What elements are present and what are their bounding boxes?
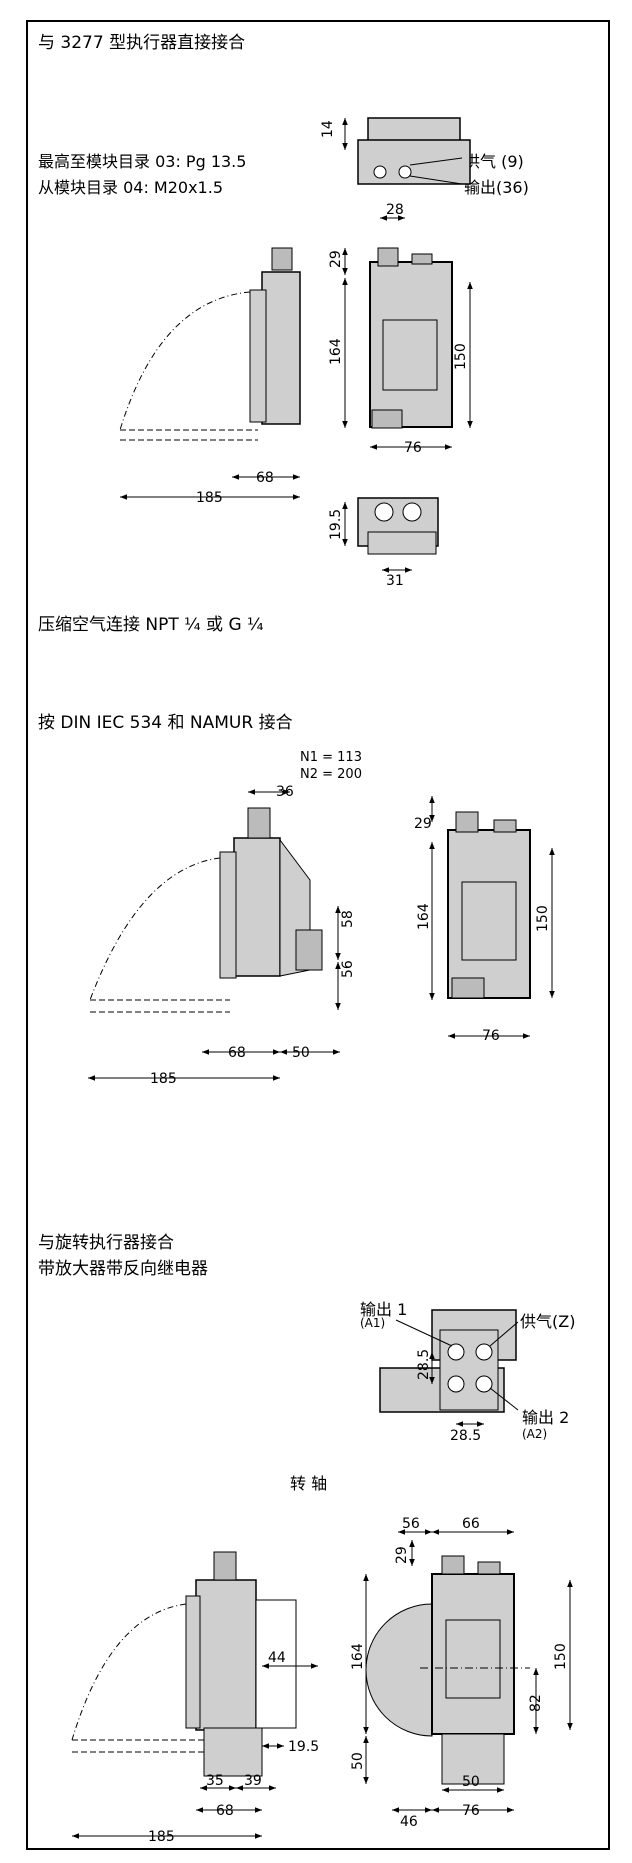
dim-39: 39 [244,1773,262,1789]
dim-28-5-h: 28.5 [450,1428,481,1444]
dim-36: 36 [276,784,294,800]
label-n2: N2 = 200 [300,767,362,782]
s4-side-view [71,1551,297,1777]
label-supply-z: 供气(Z) [520,1312,576,1331]
dim-50: 50 [292,1045,310,1061]
dim-56b: 56 [402,1516,420,1532]
label-output1-code: (A1) [360,1316,386,1330]
s4-front-view [365,1555,530,1785]
dim-185: 185 [196,490,223,506]
label-n1: N1 = 113 [300,750,362,765]
dim-150: 150 [453,343,469,370]
dim-164: 164 [328,338,344,365]
dim-66: 66 [462,1516,480,1532]
section1-title: 与 3277 型执行器直接接合 [38,33,246,53]
label-supply-9: 供气 (9) [464,152,524,171]
dim-68b: 68 [228,1045,246,1061]
dim-14: 14 [320,120,336,138]
dim-44: 44 [268,1650,286,1666]
section1-note-pg: 最高至模块目录 03: Pg 13.5 [38,152,247,171]
dim-76c: 76 [462,1803,480,1819]
s1-top-view [357,117,471,185]
dim-35: 35 [206,1773,224,1789]
s3-side-view [89,807,323,1013]
dim-185b: 185 [150,1071,177,1087]
s4-top-view [379,1309,519,1413]
section1-note-m20: 从模块目录 04: M20x1.5 [38,178,224,197]
dim-76: 76 [404,440,422,456]
dim-19-5b: 19.5 [288,1739,319,1755]
dim-28-5-v: 28.5 [416,1349,432,1380]
dim-150c: 150 [553,1643,569,1670]
dim-68c: 68 [216,1803,234,1819]
s1-side-view [119,247,301,441]
dim-29b: 29 [414,816,432,832]
section4-title-line1: 与旋转执行器接合 [38,1233,174,1253]
dim-29: 29 [328,250,344,268]
section4-title-line2: 带放大器带反向继电器 [38,1259,208,1279]
dim-82: 82 [528,1694,544,1712]
label-shaft: 转 轴 [290,1474,328,1493]
label-output-36: 输出(36) [464,178,529,197]
dim-58: 58 [340,910,356,928]
dim-28: 28 [386,202,404,218]
s1-front-view [369,247,453,429]
dim-31: 31 [386,573,404,589]
s3-front-view [447,811,531,999]
dim-19-5: 19.5 [328,509,344,540]
dim-50c: 50 [462,1774,480,1790]
dim-164c: 164 [350,1643,366,1670]
dim-185c: 185 [148,1829,175,1845]
section3-title: 按 DIN IEC 534 和 NAMUR 接合 [38,713,293,733]
dim-46: 46 [400,1814,418,1830]
s1-bottom-view [357,497,439,555]
dim-150b: 150 [535,905,551,932]
label-output2: 输出 2 [522,1408,570,1427]
dim-164b: 164 [416,903,432,930]
dim-68: 68 [256,470,274,486]
dim-29c: 29 [394,1546,410,1564]
section2-title: 压缩空气连接 NPT ¼ 或 G ¼ [38,615,264,635]
label-output1: 输出 1 [360,1300,408,1319]
dim-76b: 76 [482,1028,500,1044]
dim-56: 56 [340,960,356,978]
dim-50b: 50 [350,1752,366,1770]
label-output2-code: (A2) [522,1427,548,1441]
